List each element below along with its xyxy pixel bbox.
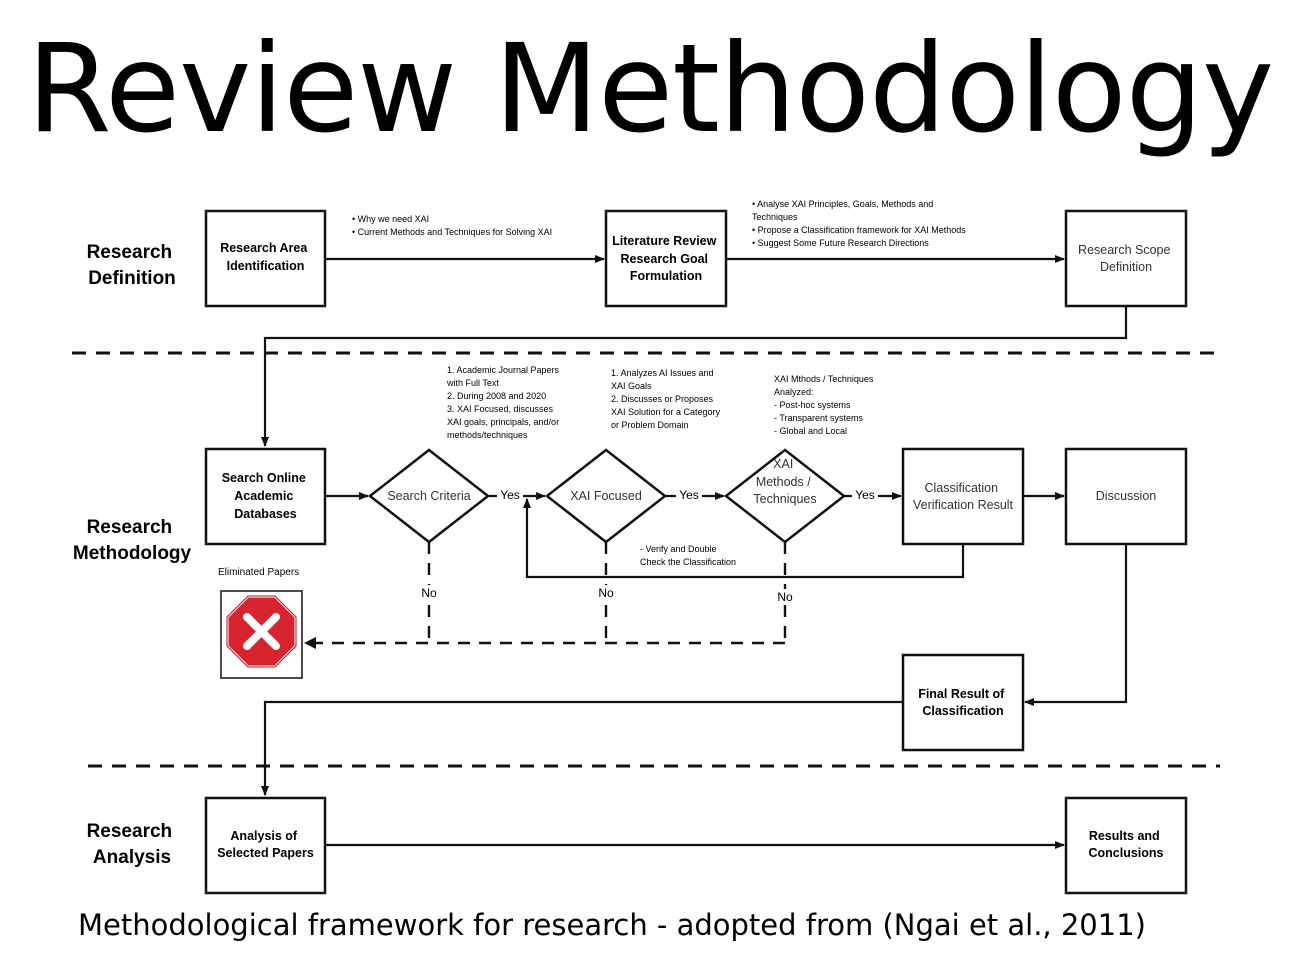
svg-text:XAI Methods / Tech: XAI Methods / Techniques bbox=[753, 457, 816, 506]
arrow-verify-loop bbox=[523, 498, 965, 579]
box-research-area: Research Area Identification bbox=[204, 209, 327, 308]
figure-caption: Methodological framework for research - … bbox=[78, 908, 1146, 942]
box-analysis-selected: Analysis of Selected Papers bbox=[204, 796, 327, 895]
arrow-final-to-analysis bbox=[261, 700, 903, 796]
svg-text:Classification Verificat: Classification Verification Result bbox=[913, 481, 1014, 512]
arrow-discussion-to-final bbox=[1024, 544, 1128, 706]
note-verify: - Verify and Double Check the Classifica… bbox=[640, 544, 736, 567]
svg-text:Results and Conclusions: Results and Conclusions bbox=[1088, 829, 1163, 860]
label-yes-methods: Yes bbox=[855, 488, 875, 502]
label-yes-criteria: Yes bbox=[500, 488, 520, 502]
phase-label-definition: Research Definition bbox=[87, 242, 178, 289]
svg-text:XAI Focused: XAI Focused bbox=[570, 489, 642, 503]
note-xai-focused: 1. Analyzes AI Issues and XAI Goals 2. D… bbox=[611, 368, 723, 430]
svg-text:Research Scope Definitio: Research Scope Definition bbox=[1078, 243, 1174, 274]
box-classification-verification: Classification Verification Result bbox=[901, 447, 1025, 546]
phase-label-analysis: Research Analysis bbox=[87, 821, 178, 868]
decision-search-criteria: Search Criteria bbox=[367, 448, 491, 544]
svg-text:Analysis of Selected Pap: Analysis of Selected Papers bbox=[217, 829, 314, 860]
decision-xai-methods: XAI Methods / Techniques bbox=[723, 448, 847, 544]
stop-sign-icon bbox=[220, 590, 303, 679]
svg-text:Search Criteria: Search Criteria bbox=[387, 489, 470, 503]
label-eliminated-papers: Eliminated Papers bbox=[218, 567, 299, 578]
label-no-focused: No bbox=[598, 586, 614, 600]
svg-text:Final Result of Classifi: Final Result of Classification bbox=[918, 687, 1008, 718]
page-title: Review Methodology bbox=[26, 18, 1274, 160]
box-research-scope: Research Scope Definition bbox=[1064, 209, 1188, 308]
box-discussion: Discussion bbox=[1064, 447, 1188, 546]
box-literature-review: Literature Review Research Goal Formulat… bbox=[604, 209, 728, 308]
box-search-online: Search Online Academic Databases bbox=[204, 447, 327, 546]
label-no-methods: No bbox=[777, 590, 793, 604]
svg-text:Search Online Academic: Search Online Academic Databases bbox=[222, 471, 310, 521]
decision-xai-focused: XAI Focused bbox=[544, 448, 668, 544]
label-yes-focused: Yes bbox=[679, 488, 699, 502]
label-no-criteria: No bbox=[421, 586, 437, 600]
svg-text:Discussion: Discussion bbox=[1096, 489, 1156, 503]
svg-text:Literature Review Resear: Literature Review Research Goal Formulat… bbox=[612, 234, 720, 283]
note-analyse-xai: • Analyse XAI Principles, Goals, Methods… bbox=[752, 199, 968, 248]
phase-label-methodology: Research Methodology bbox=[73, 517, 192, 564]
svg-text:Research Area Identifica: Research Area Identification bbox=[220, 241, 311, 273]
note-why-xai: • Why we need XAI • Current Methods and … bbox=[352, 214, 552, 237]
note-xai-methods: XAI Mthods / Techniques Analyzed: - Post… bbox=[774, 374, 876, 436]
box-results-conclusions: Results and Conclusions bbox=[1064, 796, 1188, 895]
arrow-scope-to-search bbox=[261, 306, 1128, 447]
box-final-result: Final Result of Classification bbox=[901, 653, 1025, 752]
note-search-criteria: 1. Academic Journal Papers with Full Tex… bbox=[446, 365, 562, 440]
